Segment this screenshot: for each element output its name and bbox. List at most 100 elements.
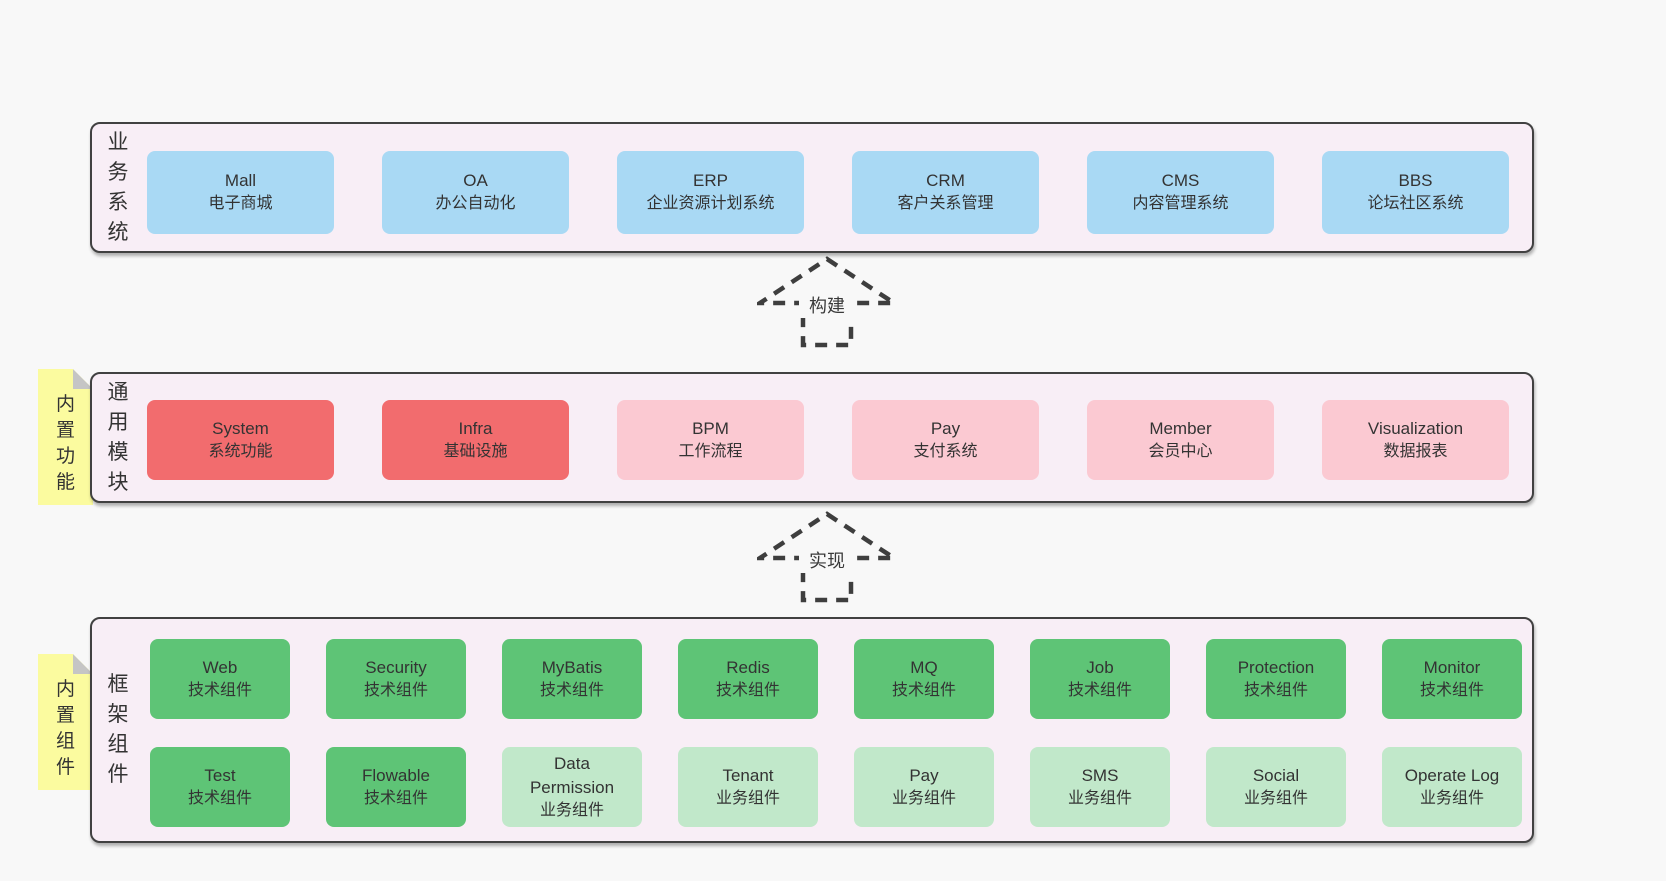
box-title: Operate Log bbox=[1404, 765, 1500, 785]
sticky-built-in-features: 内置功能 bbox=[38, 369, 93, 505]
box-title: Monitor bbox=[1423, 657, 1481, 677]
box-title: Redis bbox=[726, 657, 770, 677]
box-pay-component: Pay 业务组件 bbox=[854, 747, 994, 827]
arrow-label: 实现 bbox=[809, 551, 845, 571]
box-subtitle: 技术组件 bbox=[363, 681, 428, 699]
framework-components-panel: 框架组件 Web 技术组件 Security 技术组件 MyBatis 技术组件… bbox=[90, 617, 1534, 843]
box-job: Job 技术组件 bbox=[1030, 639, 1170, 719]
box-subtitle: 技术组件 bbox=[1419, 681, 1484, 699]
box-subtitle: 业务组件 bbox=[1067, 789, 1132, 807]
box-subtitle: 业务组件 bbox=[1243, 789, 1308, 807]
box-data-permission: Data Permission 业务组件 bbox=[502, 747, 642, 827]
box-title: MQ bbox=[910, 657, 938, 677]
box-infra: Infra 基础设施 bbox=[382, 400, 569, 480]
box-subtitle: 技术组件 bbox=[715, 681, 780, 699]
box-subtitle: 业务组件 bbox=[715, 789, 780, 807]
box-title: CRM bbox=[926, 171, 965, 191]
arrow-outline bbox=[757, 256, 897, 348]
box-member: Member 会员中心 bbox=[1087, 400, 1274, 480]
box-title: Member bbox=[1149, 418, 1212, 438]
box-erp: ERP 企业资源计划系统 bbox=[617, 151, 804, 234]
business-systems-panel: 业务系统 Mall 电子商城 OA 办公自动化 ERP 企业资源计划系统 CRM… bbox=[90, 122, 1534, 253]
box-subtitle: 会员中心 bbox=[1148, 442, 1213, 460]
box-bbs: BBS 论坛社区系统 bbox=[1322, 151, 1509, 234]
box-security: Security 技术组件 bbox=[326, 639, 466, 719]
box-system: System 系统功能 bbox=[147, 400, 334, 480]
box-flowable: Flowable 技术组件 bbox=[326, 747, 466, 827]
box-pay: Pay 支付系统 bbox=[852, 400, 1039, 480]
box-subtitle: 工作流程 bbox=[678, 442, 743, 460]
box-subtitle: 基础设施 bbox=[443, 442, 508, 460]
box-web: Web 技术组件 bbox=[150, 639, 290, 719]
box-subtitle: 企业资源计划系统 bbox=[646, 195, 775, 213]
box-title: System bbox=[212, 418, 269, 438]
box-title: SMS bbox=[1081, 765, 1119, 785]
box-subtitle: 办公自动化 bbox=[435, 195, 516, 213]
box-subtitle: 技术组件 bbox=[187, 789, 252, 807]
box-title: Mall bbox=[224, 171, 257, 191]
common-modules-row: System 系统功能 Infra 基础设施 BPM 工作流程 Pay 支付系统… bbox=[147, 400, 1509, 480]
box-cms: CMS 内容管理系统 bbox=[1087, 151, 1274, 234]
box-subtitle: 业务组件 bbox=[539, 801, 604, 819]
box-tenant: Tenant 业务组件 bbox=[678, 747, 818, 827]
box-oa: OA 办公自动化 bbox=[382, 151, 569, 234]
box-title: Protection bbox=[1237, 657, 1315, 677]
box-monitor: Monitor 技术组件 bbox=[1382, 639, 1522, 719]
arrow-label: 构建 bbox=[809, 296, 845, 316]
box-social: Social 业务组件 bbox=[1206, 747, 1346, 827]
box-title: Job bbox=[1086, 657, 1114, 677]
box-title: Test bbox=[204, 765, 236, 785]
box-title: CMS bbox=[1161, 171, 1200, 191]
box-subtitle: 技术组件 bbox=[363, 789, 428, 807]
box-title: Social bbox=[1252, 765, 1300, 785]
framework-components-row-1: Web 技术组件 Security 技术组件 MyBatis 技术组件 Redi… bbox=[150, 639, 1522, 719]
box-title: MyBatis bbox=[541, 657, 603, 677]
box-title: BPM bbox=[692, 418, 729, 438]
box-title: Data Permission bbox=[529, 754, 615, 797]
box-mybatis: MyBatis 技术组件 bbox=[502, 639, 642, 719]
box-subtitle: 内容管理系统 bbox=[1132, 195, 1229, 213]
box-subtitle: 支付系统 bbox=[913, 442, 978, 460]
box-visualization: Visualization 数据报表 bbox=[1322, 400, 1509, 480]
common-modules-label: 通用模块 bbox=[107, 380, 129, 494]
box-title: ERP bbox=[693, 171, 728, 191]
arrow-label-bg bbox=[799, 292, 855, 318]
box-mall: Mall 电子商城 bbox=[147, 151, 334, 234]
arrow-outline bbox=[757, 511, 897, 603]
arrow-label-bg bbox=[799, 547, 855, 573]
business-systems-label: 业务系统 bbox=[107, 130, 129, 244]
box-subtitle: 电子商城 bbox=[208, 195, 273, 213]
sticky-label: 内置组件 bbox=[55, 678, 75, 779]
box-subtitle: 客户关系管理 bbox=[897, 195, 994, 213]
box-subtitle: 论坛社区系统 bbox=[1367, 195, 1464, 213]
box-title: BBS bbox=[1398, 171, 1433, 191]
box-subtitle: 业务组件 bbox=[1419, 789, 1484, 807]
box-subtitle: 业务组件 bbox=[891, 789, 956, 807]
box-subtitle: 系统功能 bbox=[208, 442, 273, 460]
box-subtitle: 技术组件 bbox=[1067, 681, 1132, 699]
business-systems-row: Mall 电子商城 OA 办公自动化 ERP 企业资源计划系统 CRM 客户关系… bbox=[147, 151, 1509, 234]
box-title: Web bbox=[202, 657, 238, 677]
box-title: Visualization bbox=[1367, 418, 1464, 438]
box-operate-log: Operate Log 业务组件 bbox=[1382, 747, 1522, 827]
box-subtitle: 数据报表 bbox=[1383, 442, 1448, 460]
implement-arrow: 实现 bbox=[757, 511, 897, 603]
box-bpm: BPM 工作流程 bbox=[617, 400, 804, 480]
box-title: Tenant bbox=[722, 765, 774, 785]
build-arrow: 构建 bbox=[757, 256, 897, 348]
box-subtitle: 技术组件 bbox=[187, 681, 252, 699]
sticky-built-in-components: 内置组件 bbox=[38, 654, 93, 790]
box-protection: Protection 技术组件 bbox=[1206, 639, 1346, 719]
framework-components-row-2: Test 技术组件 Flowable 技术组件 Data Permission … bbox=[150, 747, 1522, 827]
box-sms: SMS 业务组件 bbox=[1030, 747, 1170, 827]
box-subtitle: 技术组件 bbox=[539, 681, 604, 699]
box-crm: CRM 客户关系管理 bbox=[852, 151, 1039, 234]
box-title: Security bbox=[365, 657, 427, 677]
sticky-label: 内置功能 bbox=[55, 393, 75, 494]
framework-components-label: 框架组件 bbox=[107, 672, 129, 787]
common-modules-panel: 通用模块 System 系统功能 Infra 基础设施 BPM 工作流程 Pay… bbox=[90, 372, 1534, 503]
box-mq: MQ 技术组件 bbox=[854, 639, 994, 719]
box-title: Flowable bbox=[361, 765, 431, 785]
box-title: Infra bbox=[458, 418, 493, 438]
